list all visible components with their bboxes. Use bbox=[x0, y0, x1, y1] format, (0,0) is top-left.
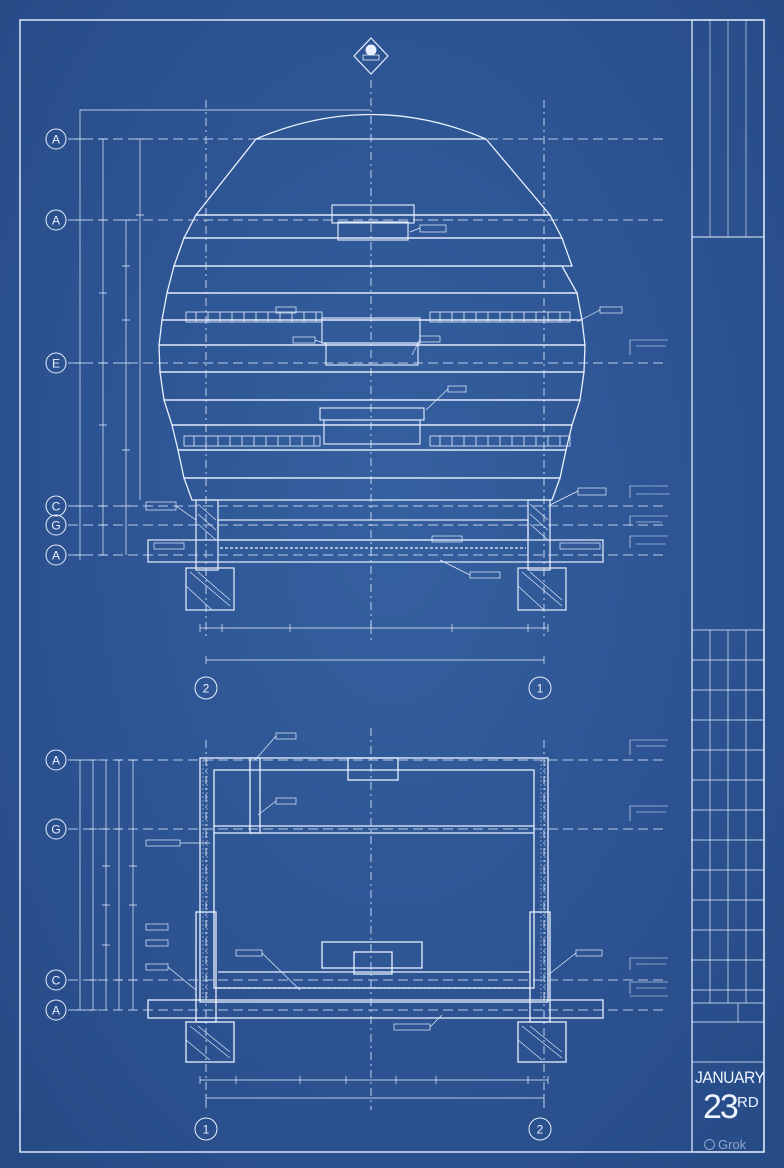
plan-grid-bubbles bbox=[45, 749, 552, 1141]
date-month: JANUARY bbox=[695, 1068, 765, 1087]
elevation-dimension-lines bbox=[76, 109, 370, 560]
plan-grid-label: A bbox=[52, 1004, 60, 1018]
elevation-callouts bbox=[145, 224, 670, 579]
sheet-border bbox=[19, 19, 765, 1153]
watermark: Grok bbox=[704, 1137, 746, 1152]
plan-column-label: 2 bbox=[537, 1123, 544, 1137]
plan-centerlines bbox=[205, 728, 545, 1110]
watermark-text: Grok bbox=[718, 1137, 747, 1152]
dome-elevation bbox=[158, 113, 586, 501]
plan-callouts bbox=[145, 732, 668, 1031]
elevation-grid-lines bbox=[68, 138, 665, 556]
title-block-date: JANUARY 23 RD bbox=[693, 1062, 765, 1152]
date-day-suffix: RD bbox=[737, 1094, 759, 1111]
title-block-grid bbox=[692, 629, 764, 1063]
elevation-foundation bbox=[147, 499, 604, 611]
grok-logo-icon bbox=[704, 1139, 715, 1150]
plan-column-label: 1 bbox=[203, 1123, 210, 1137]
plan-grid-label: C bbox=[52, 974, 61, 988]
elevation-grid-label: A bbox=[52, 133, 60, 147]
elevation-grid-label: A bbox=[52, 214, 60, 228]
plan-structure bbox=[147, 757, 604, 1063]
elevation-grid-label: G bbox=[51, 519, 60, 533]
elevation-grid-label: C bbox=[52, 500, 61, 514]
plan-grid-label: G bbox=[51, 823, 60, 837]
elevation-centerline bbox=[205, 80, 545, 640]
elevation-horizontal-dimensions bbox=[199, 624, 549, 664]
elevation-column-label: 1 bbox=[537, 682, 544, 696]
plan-grid-label: A bbox=[52, 754, 60, 768]
elevation-column-label: 2 bbox=[203, 682, 210, 696]
balustrade-band-lower bbox=[183, 435, 571, 447]
elevation-grid-label: E bbox=[52, 357, 60, 371]
dome-openings bbox=[319, 204, 425, 445]
elevation-grid-label: A bbox=[52, 549, 60, 563]
plan-dimension-lines bbox=[76, 759, 549, 1102]
balustrade-band-upper bbox=[185, 311, 571, 323]
plan-grid-lines bbox=[68, 759, 665, 1011]
north-arrow-icon bbox=[353, 37, 389, 75]
date-day: 23 bbox=[703, 1088, 739, 1126]
elevation-grid-bubbles bbox=[45, 128, 552, 700]
